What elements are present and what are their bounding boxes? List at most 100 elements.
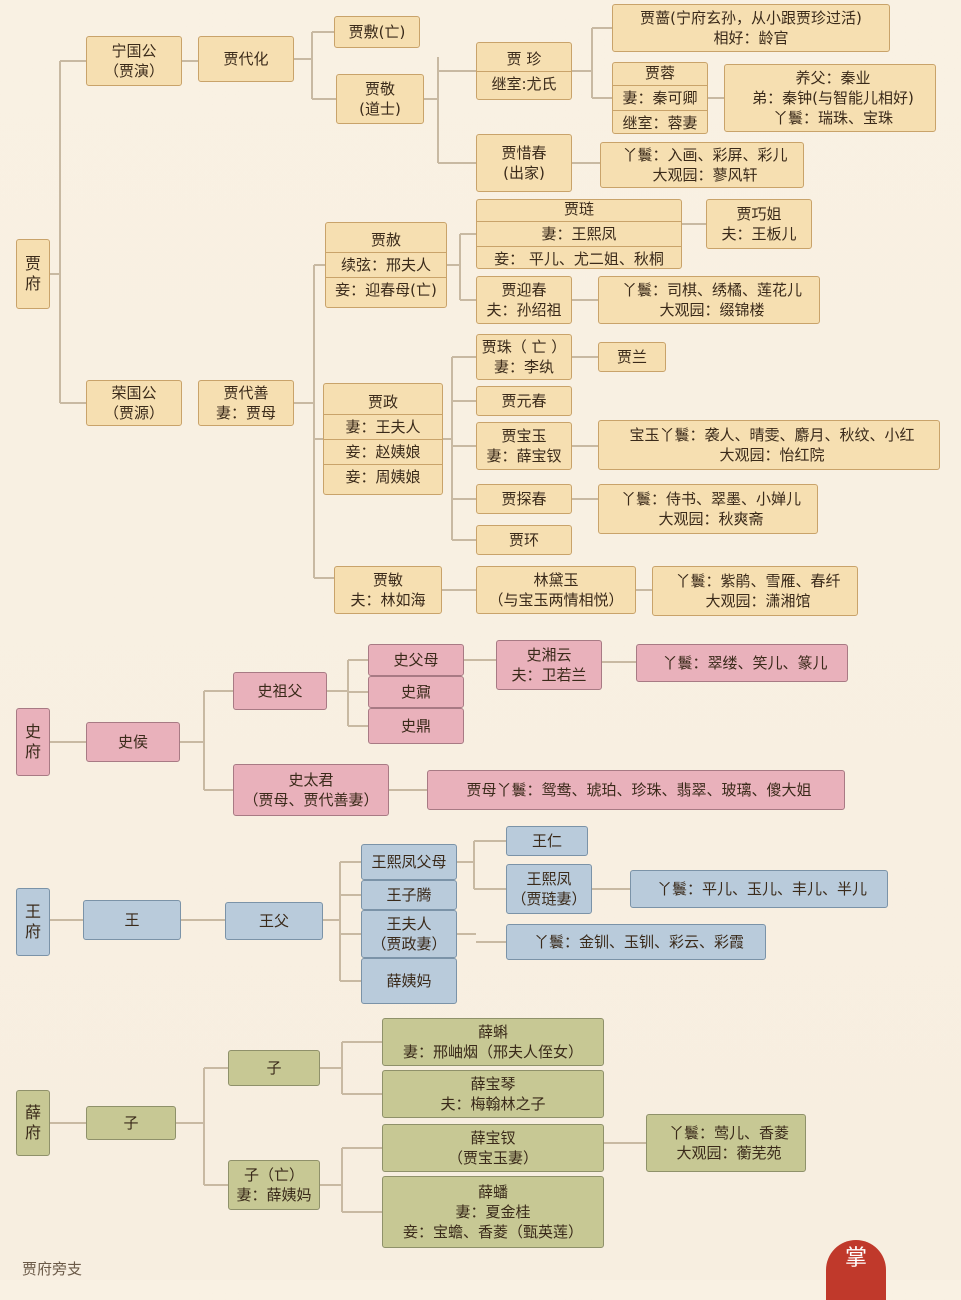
node-jia-rong-notes-line: 养父：秦业 <box>795 69 871 87</box>
node-jia-zhen-line: 贾 珍 <box>506 49 542 68</box>
node-shi-fumu: 史父母 <box>368 644 464 676</box>
node-xue-baochai-notes-line: 大观园：蘅芜苑 <box>676 1144 782 1162</box>
node-shi-nai-line: 史鼐 <box>400 683 431 701</box>
node-jia-zheng-line: 妾：周姨娘 <box>324 463 442 487</box>
node-jia-baoyu-notes-line: 宝玉丫鬟：袭人、晴雯、麝月、秋纹、小红 <box>629 426 915 444</box>
jia-fu-label: 贾府 <box>16 239 50 309</box>
node-wang-furen-notes-line: 丫鬟：金钏、玉钏、彩云、彩霞 <box>533 933 744 951</box>
node-jia-yuanchun: 贾元春 <box>476 386 572 416</box>
node-wang-father: 王父 <box>225 902 323 940</box>
node-jia-yingchun-notes-line: 丫鬟：司棋、绣橘、莲花儿 <box>621 281 802 299</box>
node-ningguogong-line: 宁国公 <box>111 42 157 60</box>
node-jia-xichun-line: 贾惜春 <box>501 144 547 162</box>
node-jia-rong: 贾蓉妻：秦可卿继室：蓉妻 <box>612 62 708 134</box>
node-jia-xichun-notes: 丫鬟：入画、彩屏、彩儿大观园：蓼风轩 <box>600 142 804 188</box>
xue-fu-label-line: 府 <box>24 1123 41 1142</box>
node-xifeng-parents-line: 王熙凤父母 <box>371 853 447 871</box>
node-jia-yingchun-line: 夫：孙绍祖 <box>486 301 562 319</box>
node-shi-nai: 史鼐 <box>368 676 464 708</box>
node-wang-furen-line: （贾政妻） <box>371 935 447 953</box>
node-lin-daiyu-notes-line: 大观园：潇湘馆 <box>705 592 811 610</box>
node-rongguogong-line: （贾源） <box>103 404 164 422</box>
node-shi-taijun-notes: 贾母丫鬟：鸳鸯、琥珀、珍珠、翡翠、玻璃、傻大姐 <box>427 770 845 810</box>
node-shi-taijun: 史太君（贾母、贾代善妻） <box>233 764 389 816</box>
node-wang-xifeng-line: （贾琏妻） <box>511 890 587 908</box>
node-shi-zufu-line: 史祖父 <box>257 682 303 700</box>
node-jia-qiang-line: 相好：龄官 <box>713 29 789 47</box>
node-xue-baochai: 薛宝钗（贾宝玉妻） <box>382 1124 604 1172</box>
node-wang-furen-line: 王夫人 <box>386 915 432 933</box>
node-shi-hou: 史侯 <box>86 722 180 762</box>
node-wang-xifeng-notes: 丫鬟：平儿、玉儿、丰儿、半儿 <box>630 870 888 908</box>
node-jia-she: 贾赦续弦：邢夫人妾：迎春母(亡) <box>325 222 447 308</box>
node-xue-baoqin: 薛宝琴夫：梅翰林之子 <box>382 1070 604 1118</box>
node-shi-xiangyun-notes: 丫鬟：翠缕、笑儿、篆儿 <box>636 644 848 682</box>
node-ningguogong-line: （贾演） <box>103 62 164 80</box>
node-ningguogong: 宁国公 （贾演） <box>86 36 182 86</box>
node-xue-zi-upper: 子 <box>228 1050 320 1086</box>
node-xue-zi-dead-line: 子（亡） <box>243 1166 304 1184</box>
node-lin-daiyu-notes: 丫鬟：紫鹃、雪雁、春纤大观园：潇湘馆 <box>652 566 858 616</box>
node-jia-rong-line: 继室：蓉妻 <box>613 110 707 133</box>
node-jia-tanchun-notes-line: 大观园：秋爽斋 <box>658 510 764 528</box>
node-jia-baoyu-line: 妻：薛宝钗 <box>486 447 562 465</box>
node-jia-zhu-line: 贾珠（ 亡 ） <box>481 338 567 356</box>
xue-fu-label-line: 薛 <box>24 1103 41 1122</box>
node-jia-yingchun-notes-line: 大观园：缀锦楼 <box>659 301 765 319</box>
jia-fu-label-line: 贾 <box>24 254 41 273</box>
node-shi-xiangyun-line: 夫：卫若兰 <box>511 666 587 684</box>
node-wang-ren-line: 王仁 <box>531 832 562 850</box>
node-jia-yingchun-line: 贾迎春 <box>501 281 547 299</box>
node-rongguogong: 荣国公（贾源） <box>86 380 182 426</box>
node-xue-zi-dead: 子（亡）妻：薛姨妈 <box>228 1160 320 1210</box>
node-xue-pan-line: 薛蟠 <box>477 1183 508 1201</box>
node-jia-min-line: 夫：林如海 <box>350 591 426 609</box>
node-xue-zi-upper-line: 子 <box>266 1059 282 1077</box>
node-jia-lan-line: 贾兰 <box>616 348 647 366</box>
node-jia-fu-dead: 贾敷(亡) <box>334 16 420 48</box>
node-jia-zhu: 贾珠（ 亡 ）妻：李纨 <box>476 334 572 380</box>
node-jia-tanchun-line: 贾探春 <box>501 490 547 508</box>
node-jia-qiaojie-line: 贾巧姐 <box>736 205 782 223</box>
node-jia-lian-line: 妻：王熙凤 <box>477 221 681 244</box>
node-jia-rong-notes: 养父：秦业弟：秦钟(与智能儿相好)丫鬟：瑞珠、宝珠 <box>724 64 936 132</box>
node-shi-taijun-line: （贾母、贾代善妻） <box>243 791 379 809</box>
node-jia-qiaojie-line: 夫：王板儿 <box>721 225 797 243</box>
node-jia-zheng-line: 妻：王夫人 <box>324 413 442 437</box>
node-jia-huan-line: 贾环 <box>508 531 539 549</box>
node-xue-pan-line: 妾：宝蟾、香菱（甄英莲） <box>402 1223 583 1241</box>
node-jia-she-line: 贾赦 <box>370 231 401 249</box>
node-xue-baochai-notes-line: 丫鬟：莺儿、香菱 <box>668 1124 789 1142</box>
node-wang-ziteng-line: 王子腾 <box>386 886 432 904</box>
node-xue-pan-line: 妻：夏金桂 <box>455 1203 531 1221</box>
node-xue-ke-line: 妻：邢岫烟（邢夫人侄女） <box>402 1043 583 1061</box>
shi-fu-label-line: 府 <box>24 742 41 761</box>
node-jia-zheng-line: 妾：赵姨娘 <box>324 438 442 462</box>
node-wang-ziteng: 王子腾 <box>361 880 457 910</box>
node-xue-baochai-notes: 丫鬟：莺儿、香菱大观园：蘅芜苑 <box>646 1114 806 1172</box>
node-shi-xiangyun-line: 史湘云 <box>526 646 572 664</box>
node-jia-zhen: 贾 珍继室:尤氏 <box>476 42 572 100</box>
node-jia-lian-line: 贾琏 <box>563 200 594 218</box>
node-xue-baochai-line: （贾宝玉妻） <box>447 1149 538 1167</box>
node-jia-fu-dead-line: 贾敷(亡) <box>348 23 406 41</box>
node-jia-zheng: 贾政妻：王夫人妾：赵姨娘妾：周姨娘 <box>323 383 443 495</box>
node-jia-baoyu-notes: 宝玉丫鬟：袭人、晴雯、麝月、秋纹、小红大观园：怡红院 <box>598 420 940 470</box>
node-wang-line: 王 <box>124 911 140 929</box>
node-lin-daiyu-line: 林黛玉 <box>533 571 579 589</box>
node-xue-baoqin-line: 薛宝琴 <box>470 1075 516 1093</box>
node-xue-ke: 薛蝌妻：邢岫烟（邢夫人侄女） <box>382 1018 604 1066</box>
node-jia-jing: 贾敬(道士) <box>336 74 424 124</box>
node-jia-baoyu: 贾宝玉妻：薛宝钗 <box>476 422 572 470</box>
node-jia-daihua: 贾代化 <box>198 36 294 82</box>
node-shi-fumu-line: 史父母 <box>393 651 439 669</box>
node-jia-daishan-line: 贾代善 <box>223 384 269 402</box>
node-jia-lian: 贾琏妻：王熙凤妾： 平儿、尤二姐、秋桐 <box>476 199 682 269</box>
node-jia-xichun-notes-line: 丫鬟：入画、彩屏、彩儿 <box>622 146 788 164</box>
node-jia-huan: 贾环 <box>476 525 572 555</box>
node-jia-tanchun: 贾探春 <box>476 484 572 514</box>
node-jia-min: 贾敏夫：林如海 <box>334 566 442 614</box>
node-jia-rong-line: 贾蓉 <box>644 64 675 82</box>
node-shi-zufu: 史祖父 <box>233 672 327 710</box>
node-jia-xichun-line: (出家) <box>503 164 545 182</box>
